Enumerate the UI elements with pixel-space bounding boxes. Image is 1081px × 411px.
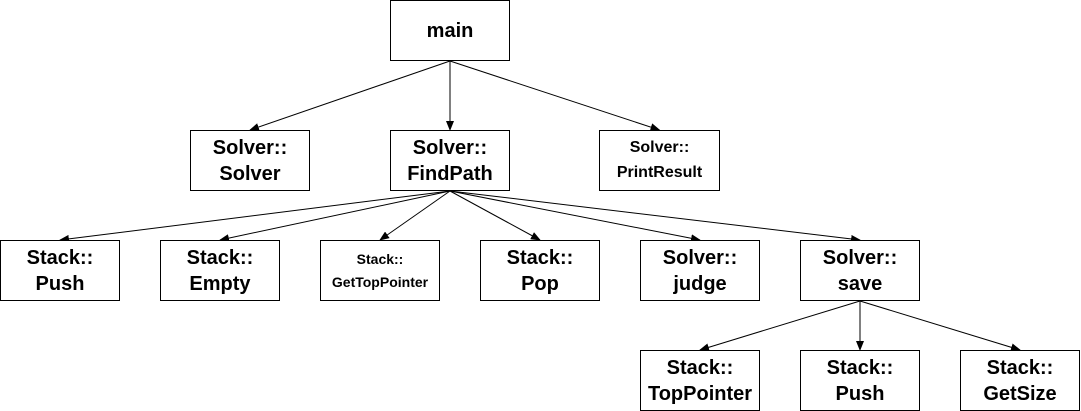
node-stack-push: Stack:: Push [0, 240, 120, 301]
edge-findpath-to-gettop [379, 190, 451, 241]
node-solver-save: Solver:: save [800, 240, 920, 301]
node-solver-printresult: Solver:: PrintResult [599, 130, 720, 191]
node-stack-gettoppointer: Stack:: GetTopPointer [320, 240, 440, 301]
node-solver-findpath: Solver:: FindPath [390, 130, 510, 191]
node-solver-judge: Solver:: judge [640, 240, 760, 301]
edge-main-to-printresult [449, 60, 661, 131]
edge-save-to-getsize [859, 300, 1021, 352]
edge-save-to-toppointer [699, 300, 861, 352]
edge-findpath-to-empty [219, 190, 451, 243]
edge-findpath-to-judge [449, 190, 701, 243]
edge-findpath-to-push1 [59, 190, 451, 243]
node-stack-push-2: Stack:: Push [800, 350, 920, 411]
node-stack-empty: Stack:: Empty [160, 240, 280, 301]
edge-findpath-to-pop [449, 190, 541, 241]
node-stack-getsize: Stack:: GetSize [960, 350, 1080, 411]
edge-main-to-solver_solver [249, 60, 451, 131]
node-main: main [390, 0, 510, 61]
node-solver-solver: Solver:: Solver [190, 130, 310, 191]
node-stack-pop: Stack:: Pop [480, 240, 600, 301]
edge-findpath-to-save [449, 190, 861, 243]
node-stack-toppointer: Stack:: TopPointer [640, 350, 760, 411]
